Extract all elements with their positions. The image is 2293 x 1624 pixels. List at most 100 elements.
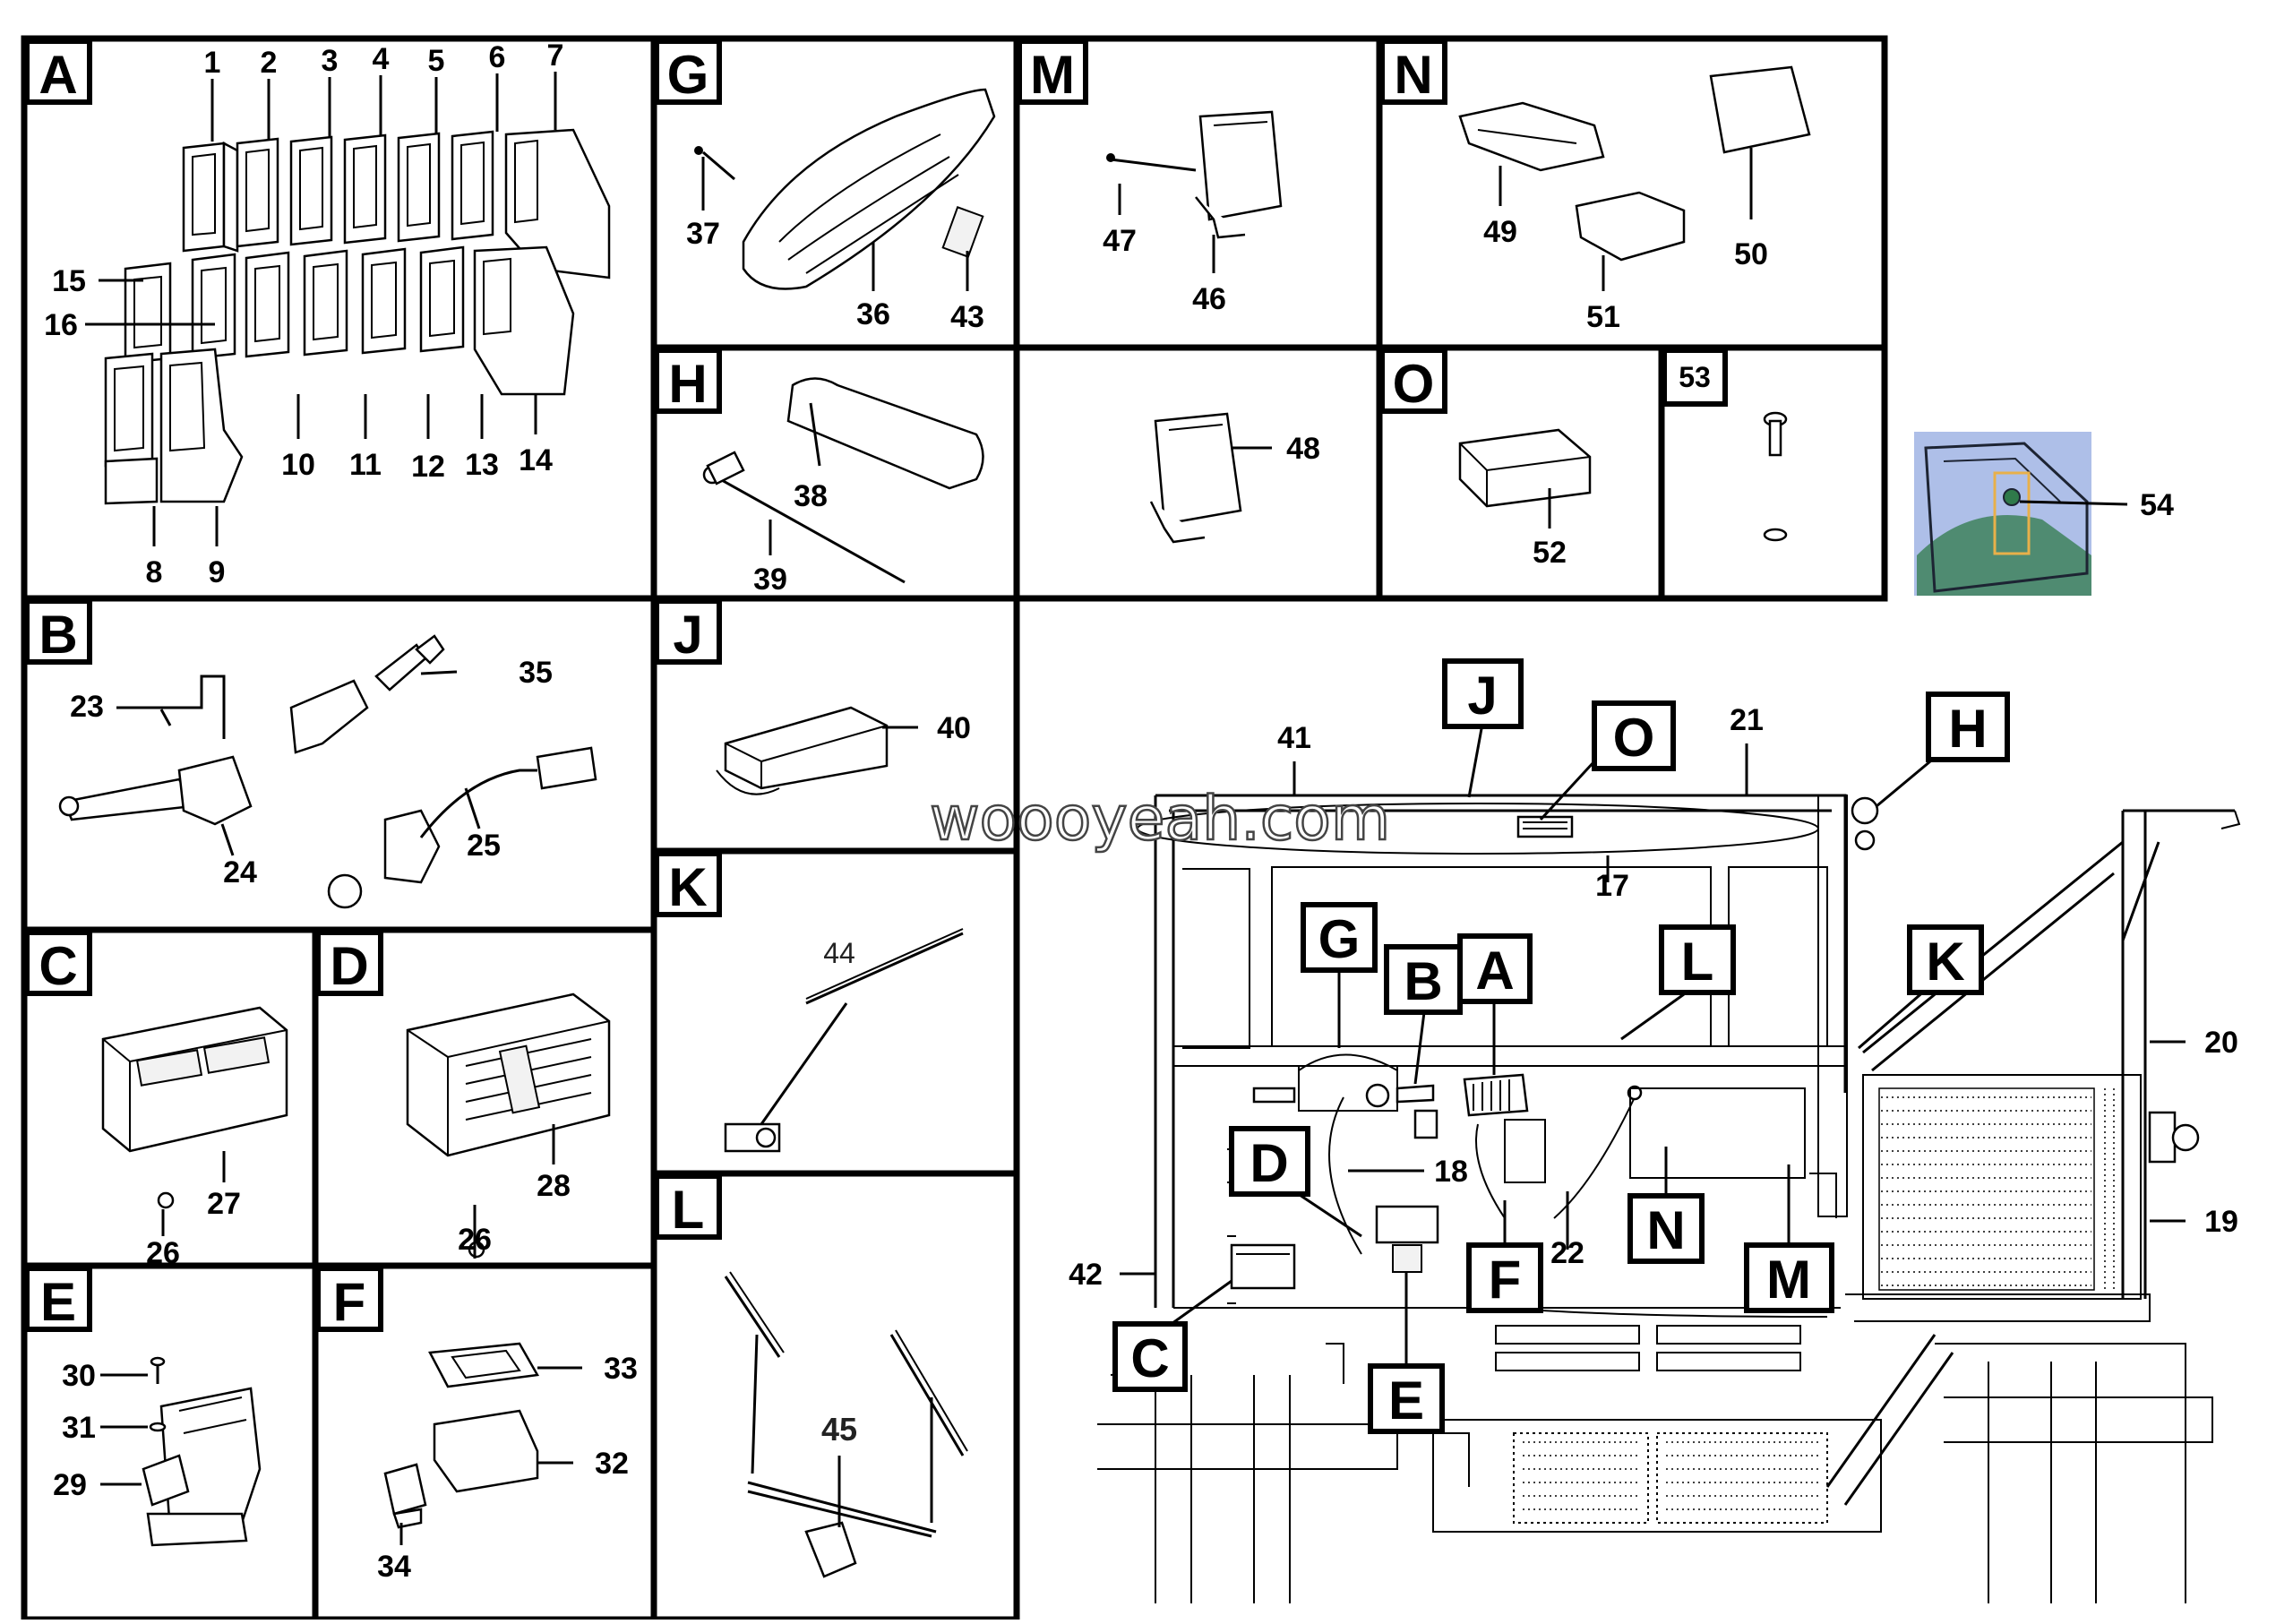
part-30: 30 (62, 1359, 96, 1393)
part-33: 33 (604, 1352, 638, 1386)
part-28: 28 (537, 1169, 571, 1203)
part-43: 43 (950, 300, 984, 334)
part-15: 15 (52, 264, 86, 298)
panel-frames (21, 35, 1888, 1623)
cage-mesh (1878, 1087, 2115, 1291)
part-35: 35 (519, 656, 553, 690)
part-37: 37 (686, 217, 720, 251)
panel-g-cluster: 37 36 43 (686, 88, 996, 334)
callout-c: C (1130, 1328, 1169, 1388)
part-24: 24 (223, 855, 257, 889)
panel-j-light: 40 (716, 706, 971, 795)
part-45: 45 (821, 1411, 857, 1448)
section-h-label: H (668, 354, 707, 414)
part-7: 7 (547, 39, 564, 73)
part-40: 40 (937, 711, 971, 745)
section-d-label: D (330, 936, 368, 996)
cab-callouts: J O H G B A L K D N F M C E (1112, 658, 2010, 1434)
panel-n-modules: 49 50 51 (1458, 65, 1811, 334)
section-e-label: E (40, 1272, 76, 1332)
part-29: 29 (53, 1468, 87, 1502)
part-23: 23 (70, 690, 104, 724)
part-27: 27 (207, 1187, 241, 1221)
cab-part-numbers: 41 21 17 20 19 18 22 42 (1069, 703, 2238, 1292)
cab-callout-leaders (1120, 723, 2186, 1366)
panel-k-wiper: 44 (724, 928, 964, 1153)
part-19: 19 (2204, 1205, 2238, 1239)
part-54: 54 (2140, 488, 2174, 522)
callout-d: D (1250, 1133, 1288, 1193)
part-46: 46 (1192, 282, 1226, 316)
part-6: 6 (489, 40, 506, 74)
section-m-label: M (1030, 45, 1075, 105)
callout-k: K (1926, 932, 1964, 992)
section-l-label: L (672, 1180, 705, 1240)
part-49: 49 (1483, 215, 1517, 249)
callout-a: A (1475, 941, 1514, 1001)
panel-m-module: 47 46 (1103, 110, 1283, 316)
part-44: 44 (823, 937, 855, 969)
part-41: 41 (1277, 721, 1311, 755)
callout-j: J (1467, 666, 1497, 726)
section-c-label: C (39, 936, 77, 996)
part-22: 22 (1550, 1236, 1584, 1270)
part-5: 5 (428, 44, 445, 78)
thumbnail-54: 54 (1914, 432, 2174, 596)
panel-e-pedal: 30 31 29 (53, 1356, 262, 1547)
cab-assembly (1097, 794, 2241, 1603)
panel-53-fasteners (1763, 411, 1788, 542)
part-39: 39 (753, 563, 787, 597)
panel-a-switches: 1 2 3 4 5 6 7 15 16 10 11 12 13 14 8 9 (44, 39, 611, 589)
part-1: 1 (204, 46, 221, 80)
part-9: 9 (209, 555, 226, 589)
callout-m: M (1766, 1250, 1811, 1310)
part-26-c: 26 (146, 1236, 180, 1270)
section-k-label: K (668, 857, 707, 917)
part-16: 16 (44, 308, 78, 342)
section-g-label: G (667, 45, 709, 105)
panel-b-stalks: 23 24 25 35 (58, 634, 597, 909)
callout-b: B (1404, 951, 1442, 1011)
callout-h: H (1948, 699, 1987, 759)
callout-o: O (1613, 708, 1655, 768)
section-a-label: A (39, 45, 77, 105)
watermark: woooyeah.com (930, 784, 1390, 855)
section-n-label: N (1394, 45, 1432, 105)
panel-d-controller: 26 28 (406, 992, 611, 1259)
part-18: 18 (1434, 1155, 1468, 1189)
section-tabs: A G M N H O 53 B C D E F J K L (24, 39, 1728, 1332)
part-52: 52 (1533, 536, 1567, 570)
part-31: 31 (62, 1411, 96, 1445)
panel-f-switch: 33 32 34 (377, 1342, 638, 1584)
callout-n: N (1646, 1200, 1685, 1260)
part-4: 4 (373, 42, 390, 76)
section-b-label: B (39, 605, 77, 665)
callout-l: L (1681, 932, 1714, 992)
part-3: 3 (322, 44, 339, 78)
part-36: 36 (856, 297, 890, 331)
part-21: 21 (1730, 703, 1764, 737)
callout-e: E (1388, 1371, 1424, 1431)
panel-o-box: 52 (1458, 428, 1592, 570)
section-53-label: 53 (1679, 361, 1711, 393)
part-48: 48 (1286, 432, 1320, 466)
part-12: 12 (411, 450, 445, 484)
part-10: 10 (281, 448, 315, 482)
part-2: 2 (261, 46, 278, 80)
panel-c-ecu: 26 27 (101, 1006, 288, 1270)
part-25: 25 (467, 829, 501, 863)
section-f-label: F (333, 1272, 366, 1332)
part-8: 8 (146, 555, 163, 589)
panel-48-module: 48 (1149, 412, 1320, 544)
part-38: 38 (794, 479, 828, 513)
part-11: 11 (349, 448, 382, 482)
section-o-label: O (1393, 354, 1435, 414)
part-14: 14 (519, 443, 553, 477)
part-47: 47 (1103, 224, 1137, 258)
callout-f: F (1489, 1250, 1522, 1310)
part-13: 13 (465, 448, 499, 482)
part-42: 42 (1069, 1258, 1103, 1292)
part-17: 17 (1595, 869, 1629, 903)
